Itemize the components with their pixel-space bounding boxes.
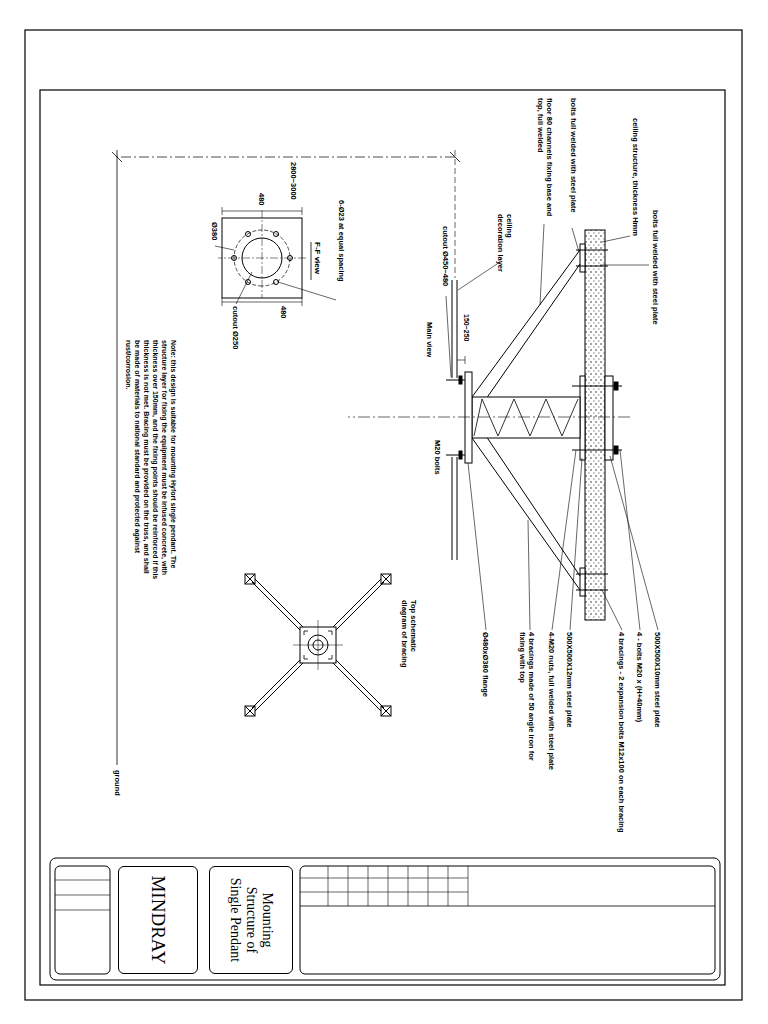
annotation-label: ground — [113, 770, 122, 796]
annotation-label: 2800~3000 — [289, 162, 298, 200]
annotation-label: bolts full welded with steel plate — [569, 98, 578, 213]
annotation-label: cutout Ø250 — [231, 306, 240, 349]
drawing-title-box: Mounting Structure of Single Pendant — [209, 866, 293, 974]
annotation-label: Ø480xØ380 flange — [481, 632, 490, 697]
annotation-label: 500X500X10mm steel plate — [653, 632, 662, 727]
annotation-label: 480 — [257, 193, 266, 206]
annotation-label: floor 80 channels fixing base and top, f… — [536, 98, 554, 224]
annotation-label: ceiling decoration layer — [496, 214, 514, 274]
annotation-label: F-F view — [313, 242, 322, 274]
annotation-label: 4 - bolts M20 x (H+40mm) — [635, 632, 644, 722]
annotation-label: 4-M20 nuts, full welded with steel plate — [547, 632, 556, 770]
leader-lines — [215, 224, 658, 630]
annotation-label: 4 bracings made of 50 angle iron for fix… — [518, 632, 536, 782]
frame — [25, 30, 742, 1000]
annotation-label: M20 bolts — [433, 440, 442, 475]
bracing-top-view — [245, 574, 391, 716]
box-text: Mounting Structure of Single Pendant — [227, 871, 275, 969]
f-f-view — [218, 207, 306, 306]
box-text: MINDRAY — [147, 875, 169, 964]
annotation-label: Top schematic diagram of bracing — [400, 600, 418, 682]
annotation-label: bolts full welded with steel plate — [651, 210, 660, 325]
annotation-label: Note: this design is suitable for mounti… — [124, 340, 178, 580]
annotation-label: 150~250 — [462, 314, 471, 341]
annotation-label: 6-Ø23 at equal spacing — [337, 200, 346, 282]
company-logo-box: MINDRAY — [118, 866, 198, 974]
annotation-label: cutout Ø450~480 — [441, 226, 450, 286]
annotation-label: 500X500X12mm steel plate — [565, 632, 574, 727]
annotation-label: Ø380 — [210, 222, 219, 240]
annotation-label: Main view — [425, 322, 434, 357]
annotation-label: 480 — [279, 306, 288, 319]
annotation-label: ceiling structure, thickness Hmm — [631, 118, 640, 236]
annotation-label: 4 bracings - 2 expansion bolts M12x100 o… — [617, 632, 626, 832]
